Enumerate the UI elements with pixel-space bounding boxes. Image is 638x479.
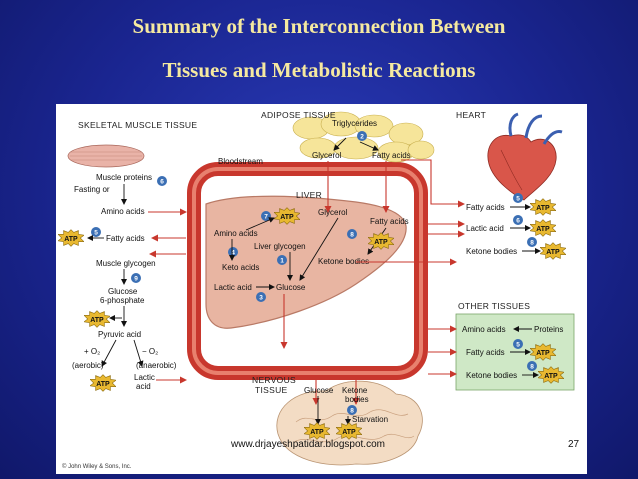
- footer-url: www.drjayeshpatidar.blogspot.com: [230, 439, 385, 450]
- step-number: 1: [280, 258, 284, 265]
- step-badge-icon: [277, 255, 287, 265]
- copyright-notice: © John Wiley & Sons, Inc.: [62, 463, 132, 470]
- liver-shape: [205, 195, 407, 329]
- heart-ketone-bodies-label: Ketone bodies: [466, 247, 517, 256]
- step-number: 5: [94, 230, 98, 237]
- heart-lactic-acid-label: Lactic acid: [466, 224, 504, 233]
- step-number: 9: [134, 276, 138, 283]
- step-badge-icon: [347, 405, 357, 415]
- header-heart: HEART: [456, 110, 486, 120]
- metabolism-diagram: SKELETAL MUSCLE TISSUE ADIPOSE TISSUE HE…: [58, 110, 580, 470]
- header-skeletal-muscle: SKELETAL MUSCLE TISSUE: [78, 120, 197, 130]
- liver-glycerol-label: Glycerol: [318, 208, 348, 217]
- atp-label: ATP: [544, 373, 558, 380]
- step-number: 2: [360, 134, 364, 141]
- heart-icon: [487, 112, 563, 201]
- step-badge-icon: [91, 227, 101, 237]
- step-badge-icon: [513, 339, 523, 349]
- step-number: 3: [259, 295, 263, 302]
- step-number: 7: [264, 214, 268, 221]
- step-badge-icon: [513, 193, 523, 203]
- atp-label: ATP: [536, 226, 550, 233]
- atp-label: ATP: [310, 429, 324, 436]
- step-badge-icon: [527, 237, 537, 247]
- slide-title-line-2: Tissues and Metabolistic Reactions: [162, 58, 476, 82]
- page-number: 27: [568, 439, 580, 450]
- fasting-label: Fasting or: [74, 185, 110, 194]
- aerobic-label: (aerobic): [72, 361, 104, 370]
- muscle-lactic-label-1: Lactic: [134, 373, 155, 382]
- step-number: 8: [530, 364, 534, 371]
- liver-lactic-acid-label: Lactic acid: [214, 283, 252, 292]
- header-tissue: TISSUE: [255, 385, 288, 395]
- pyruvic-acid-label: Pyruvic acid: [98, 330, 141, 339]
- step-badge-icon: [157, 176, 167, 186]
- bloodstream-highlight: [192, 167, 423, 375]
- step-number: 8: [350, 232, 354, 239]
- step-number: 8: [530, 240, 534, 247]
- step-badge-icon: [131, 273, 141, 283]
- step-number: 4: [231, 250, 235, 257]
- minus-o2-label: − O₂: [142, 347, 158, 356]
- liver-amino-acids-label: Amino acids: [214, 229, 258, 238]
- liver-glycogen-label: Liver glycogen: [254, 242, 306, 251]
- step-number: 5: [516, 196, 520, 203]
- step-badge-icon: [513, 215, 523, 225]
- muscle-lactic-label-2: acid: [136, 382, 151, 391]
- step-number: 8: [350, 408, 354, 415]
- nervous-ketone-label-1: Ketone: [342, 386, 368, 395]
- slide-title-line-1: Summary of the Interconnection Between: [132, 14, 506, 38]
- muscle-fiber-icon: [67, 144, 145, 168]
- other-ketone-bodies-label: Ketone bodies: [466, 371, 517, 380]
- liver-ketone-bodies-label: Ketone bodies: [318, 257, 369, 266]
- atp-label: ATP: [374, 239, 388, 246]
- other-fatty-acids-label: Fatty acids: [466, 348, 505, 357]
- fat-globule-icon: [292, 111, 435, 163]
- anaerobic-label: (anaerobic): [136, 361, 177, 370]
- muscle-fatty-acids-label: Fatty acids: [106, 234, 145, 243]
- adipose-fatty-acids-label: Fatty acids: [372, 151, 411, 160]
- heart-fatty-acids-label: Fatty acids: [466, 203, 505, 212]
- liver-fatty-acids-label: Fatty acids: [370, 217, 409, 226]
- muscle-proteins-label: Muscle proteins: [96, 173, 152, 182]
- atp-label: ATP: [96, 381, 110, 388]
- step-badge-icon: [256, 292, 266, 302]
- atp-label: ATP: [536, 205, 550, 212]
- atp-label: ATP: [64, 236, 78, 243]
- adipose-glycerol-label: Glycerol: [312, 151, 342, 160]
- step-badge-icon: [357, 131, 367, 141]
- muscle-glycogen-label: Muscle glycogen: [96, 259, 156, 268]
- header-nervous: NERVOUS: [252, 375, 296, 385]
- atp-label: ATP: [546, 249, 560, 256]
- step-number: 5: [516, 342, 520, 349]
- muscle-amino-acids-label: Amino acids: [101, 207, 145, 216]
- atp-label: ATP: [342, 429, 356, 436]
- glucose-6p-label-2: 6-phosphate: [100, 296, 145, 305]
- other-proteins-label: Proteins: [534, 325, 563, 334]
- atp-label: ATP: [536, 350, 550, 357]
- glucose-6p-label-1: Glucose: [108, 287, 138, 296]
- header-liver: LIVER: [296, 190, 322, 200]
- atp-label: ATP: [280, 214, 294, 221]
- step-badge-icon: [228, 247, 238, 257]
- step-number: 6: [160, 179, 164, 186]
- header-other-tissues: OTHER TISSUES: [458, 301, 530, 311]
- nervous-ketone-label-2: bodies: [345, 395, 369, 404]
- liver-glucose-label: Glucose: [276, 283, 306, 292]
- triglycerides-label: Triglycerides: [332, 119, 377, 128]
- header-adipose: ADIPOSE TISSUE: [261, 110, 336, 120]
- nervous-glucose-label: Glucose: [304, 386, 334, 395]
- step-number: 6: [516, 218, 520, 225]
- other-amino-acids-label: Amino acids: [462, 325, 506, 334]
- plus-o2-label: + O₂: [84, 347, 100, 356]
- atp-label: ATP: [90, 317, 104, 324]
- nervous-starvation-label: Starvation: [352, 415, 388, 424]
- step-badge-icon: [527, 361, 537, 371]
- keto-acids-label: Keto acids: [222, 263, 259, 272]
- step-badge-icon: [347, 229, 357, 239]
- diagram-panel: SKELETAL MUSCLE TISSUE ADIPOSE TISSUE HE…: [56, 104, 587, 474]
- bloodstream-label: Bloodstream: [218, 157, 263, 166]
